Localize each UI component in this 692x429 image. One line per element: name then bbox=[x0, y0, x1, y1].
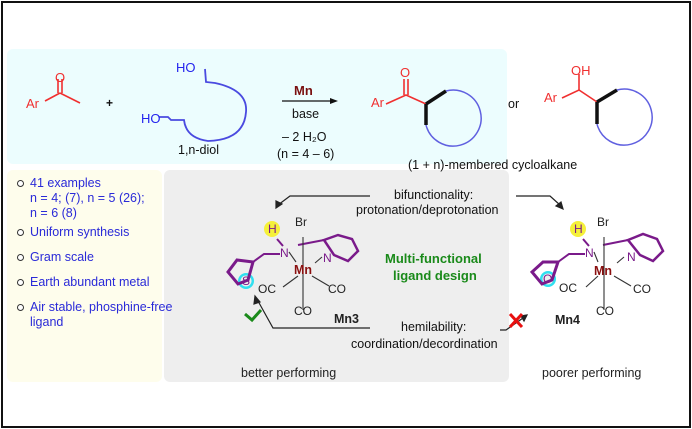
product-ketone-ar: Ar bbox=[371, 95, 384, 110]
mn3-s-label: S bbox=[242, 274, 251, 288]
feature-item: 41 examples n = 4; (7), n = 5 (26); n = … bbox=[17, 176, 172, 221]
diol-label: 1,n-diol bbox=[178, 143, 219, 157]
product-alcohol-oh: OH bbox=[571, 63, 591, 78]
ketone-structure bbox=[44, 79, 81, 104]
mn4-complex bbox=[529, 221, 665, 310]
center-title-1: Multi-functional bbox=[385, 251, 482, 266]
plus-sign: + bbox=[106, 96, 114, 110]
mn4-performance: poorer performing bbox=[542, 366, 642, 380]
mn4-h-label: H bbox=[574, 222, 583, 236]
diol-structure bbox=[159, 68, 247, 142]
diol-ho-left: HO bbox=[141, 111, 161, 126]
hemilability-title: hemilability: bbox=[401, 320, 467, 334]
mn4-co-left: OC bbox=[559, 281, 577, 295]
mn3-n-amine: N bbox=[280, 246, 289, 260]
hemilability-arrows bbox=[253, 294, 529, 331]
mn4-co-right: CO bbox=[633, 282, 651, 296]
mn4-br: Br bbox=[597, 215, 609, 229]
center-title-2: ligand design bbox=[393, 268, 477, 283]
product-alcohol-ar: Ar bbox=[544, 90, 557, 105]
feature-item: Uniform synthesis bbox=[17, 225, 172, 240]
mn4-o-label: O bbox=[543, 272, 553, 286]
diol-ho-top: HO bbox=[176, 60, 196, 75]
mn3-br: Br bbox=[295, 215, 307, 229]
or-label: or bbox=[508, 97, 520, 111]
features-list: 41 examples n = 4; (7), n = 5 (26); n = … bbox=[17, 176, 172, 340]
mn3-co-bottom: CO bbox=[294, 304, 312, 318]
n-range-label: (n = 4 – 6) bbox=[277, 147, 335, 161]
ligand-design-panel bbox=[164, 170, 509, 382]
bullet-icon bbox=[17, 180, 24, 187]
ketone-ar-label: Ar bbox=[26, 96, 39, 111]
bullet-icon bbox=[17, 254, 24, 261]
mn3-metal: Mn bbox=[294, 263, 313, 277]
bullet-icon bbox=[17, 304, 24, 311]
hemilability-desc: coordination/decordination bbox=[351, 337, 498, 351]
features-panel bbox=[7, 170, 162, 382]
feature-item: Air stable, phosphine-free ligand bbox=[17, 300, 172, 330]
mn3-complex bbox=[226, 221, 360, 310]
cross-icon bbox=[508, 312, 524, 329]
mn3-n-pyridine: N bbox=[323, 251, 332, 265]
mn3-co-left: OC bbox=[258, 282, 276, 296]
mn4-metal: Mn bbox=[594, 264, 613, 278]
reaction-arrow bbox=[282, 98, 338, 104]
ketone-oxygen-label: O bbox=[55, 70, 66, 85]
mn4-name: Mn4 bbox=[555, 313, 580, 327]
mn3-h-label: H bbox=[268, 222, 277, 236]
feature-item: Gram scale bbox=[17, 250, 172, 265]
mn3-co-right: CO bbox=[328, 282, 346, 296]
product-label: (1 + n)-membered cycloalkane bbox=[408, 158, 578, 172]
check-icon bbox=[244, 308, 263, 323]
bullet-icon bbox=[17, 279, 24, 286]
mn3-name: Mn3 bbox=[334, 312, 359, 326]
mn4-co-bottom: CO bbox=[596, 304, 614, 318]
bifunctionality-desc: protonation/deprotonation bbox=[356, 203, 499, 217]
mn4-n-amine: N bbox=[585, 246, 594, 260]
mn3-performance: better performing bbox=[241, 366, 337, 380]
reaction-scheme-panel bbox=[7, 49, 507, 164]
reagent-label: base bbox=[292, 107, 320, 121]
product-ketone-structure bbox=[385, 79, 482, 147]
catalyst-label: Mn bbox=[294, 83, 313, 98]
mn4-n-pyridine: N bbox=[627, 250, 636, 264]
bifunctionality-title: bifunctionality: bbox=[394, 188, 474, 202]
product-ketone-oxygen: O bbox=[400, 65, 411, 80]
product-alcohol-structure bbox=[561, 74, 653, 146]
byproduct-label: – 2 H₂O bbox=[282, 130, 327, 144]
bullet-icon bbox=[17, 229, 24, 236]
feature-item: Earth abundant metal bbox=[17, 275, 172, 290]
bifunctionality-arrows bbox=[275, 195, 564, 211]
